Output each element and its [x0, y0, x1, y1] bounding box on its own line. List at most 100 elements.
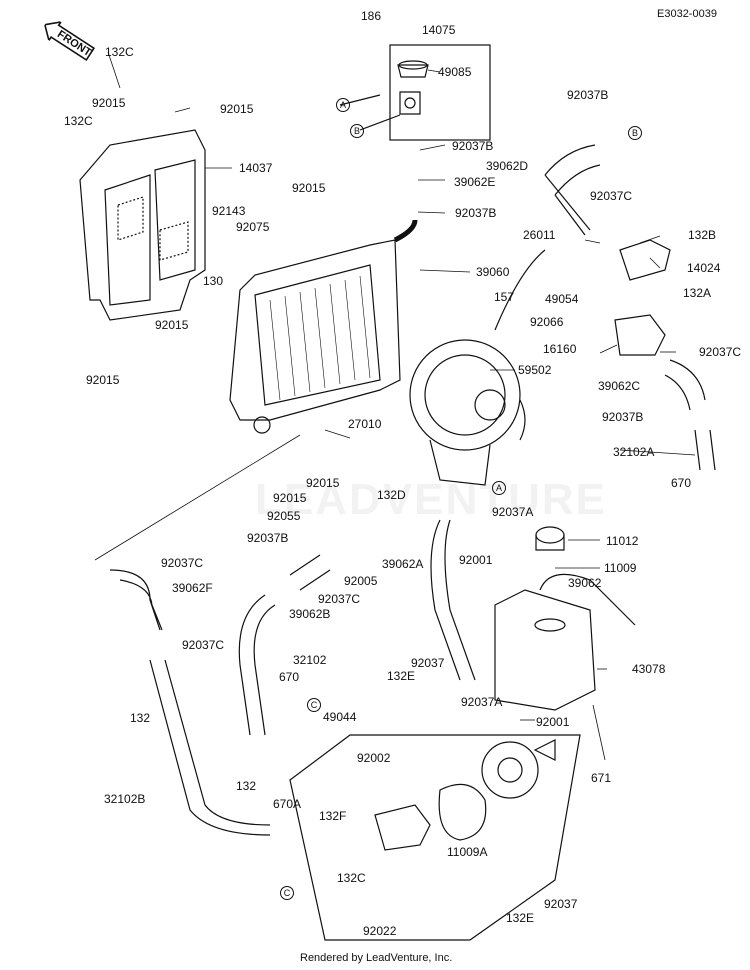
part-label: 132E	[506, 911, 535, 925]
part-label: 92037A	[461, 695, 503, 709]
radiator-cap	[397, 64, 429, 78]
hose-39062	[539, 573, 636, 626]
water-pump-box	[289, 734, 581, 941]
part-label: 92005	[344, 574, 378, 588]
part-label: 11009	[604, 561, 637, 575]
part-label: 132B	[688, 228, 717, 242]
part-label: 92001	[536, 715, 570, 729]
part-label: 39062D	[486, 159, 529, 173]
part-label: 132D	[377, 488, 406, 502]
part-label: 49044	[323, 710, 357, 724]
diagram-code: E3032-0039	[657, 8, 717, 20]
hose-32102B	[149, 659, 271, 836]
part-label: 39062E	[454, 175, 496, 189]
part-label: 92015	[220, 102, 254, 116]
thermostat-body	[614, 314, 666, 356]
cap-assembly-box	[389, 44, 491, 141]
part-label: 11009A	[447, 845, 488, 859]
part-label: 14037	[239, 161, 273, 175]
part-label: 92015	[92, 96, 126, 110]
part-label: 32102	[293, 653, 327, 667]
ref-marker-c: C	[280, 886, 294, 900]
part-label: 14075	[422, 23, 456, 37]
part-label: 670A	[273, 797, 302, 811]
part-label: 32102A	[613, 445, 655, 459]
ref-marker-b: B	[350, 124, 364, 138]
pump-cover	[374, 804, 431, 851]
part-label: 16160	[543, 342, 577, 356]
gasket-11009A	[438, 783, 487, 841]
part-label: 92055	[267, 509, 301, 523]
part-label: 670	[671, 476, 692, 490]
part-label: 39062F	[172, 581, 213, 595]
part-label: 92002	[357, 751, 391, 765]
part-label: 92037C	[590, 189, 633, 203]
part-label: 92015	[273, 491, 307, 505]
shroud-panel	[79, 129, 206, 321]
part-label: 92015	[306, 476, 340, 490]
pipe-32102A	[694, 429, 716, 471]
part-label: 92037C	[318, 592, 361, 606]
hose-32102	[238, 594, 276, 736]
part-label: 92037A	[492, 505, 534, 519]
part-label: 14024	[687, 261, 721, 275]
ref-marker-a: A	[492, 481, 506, 495]
part-label: 32102B	[104, 792, 146, 806]
part-label: 132A	[683, 286, 712, 300]
part-label: 92037B	[452, 139, 494, 153]
part-label: 43078	[632, 662, 666, 676]
part-label: 59502	[518, 363, 552, 377]
part-label: 39062A	[382, 557, 424, 571]
part-label: 11012	[606, 534, 639, 548]
part-label: 92075	[236, 220, 270, 234]
part-label: 671	[591, 771, 612, 785]
part-label: 132C	[64, 114, 93, 128]
part-label: 26011	[523, 228, 556, 242]
part-label: 92037B	[247, 531, 289, 545]
fan-assembly	[409, 249, 546, 486]
ref-marker-b: B	[628, 126, 642, 140]
hose-39062A	[430, 519, 476, 681]
part-label: 49085	[438, 65, 472, 79]
part-label: 92037C	[161, 556, 204, 570]
part-label: 132F	[319, 809, 347, 823]
part-label: 92037C	[182, 638, 225, 652]
water-pump	[481, 739, 556, 799]
ref-marker-a: A	[336, 98, 350, 112]
part-label: 92037B	[455, 206, 497, 220]
part-label: 92037B	[602, 410, 644, 424]
watermark: LEADVENTURE	[255, 475, 608, 524]
hose-39062D	[544, 144, 601, 236]
ref-marker-c: C	[307, 698, 321, 712]
part-label: 92015	[86, 373, 120, 387]
radiator-core	[229, 219, 418, 434]
thermostat-housing	[619, 239, 671, 281]
part-label: 92001	[459, 553, 493, 567]
part-label: 92037	[411, 656, 445, 670]
reservoir-tank	[494, 526, 596, 711]
footer-credit: Rendered by LeadVenture, Inc.	[300, 952, 453, 964]
part-label: 92066	[530, 315, 564, 329]
part-label: 132C	[337, 871, 366, 885]
part-label: 39062C	[598, 379, 641, 393]
part-label: 27010	[348, 417, 382, 431]
part-label: 92022	[363, 924, 397, 938]
hose-39062F	[109, 569, 163, 631]
front-arrow-icon: FRONT	[42, 18, 98, 65]
hose-39062B	[289, 554, 331, 591]
part-label: 132	[130, 711, 151, 725]
part-label: 39062B	[289, 607, 331, 621]
part-label: 92015	[292, 181, 326, 195]
part-label: 132	[236, 779, 257, 793]
part-label: 92037C	[699, 345, 742, 359]
part-label: 132E	[387, 669, 416, 683]
part-label: 39060	[476, 265, 510, 279]
hose-39062C	[664, 359, 706, 411]
part-label: 92015	[155, 318, 189, 332]
part-label: 49054	[545, 292, 579, 306]
part-label: 670	[279, 670, 300, 684]
part-label: 39062	[568, 576, 602, 590]
filler-neck	[399, 91, 421, 115]
